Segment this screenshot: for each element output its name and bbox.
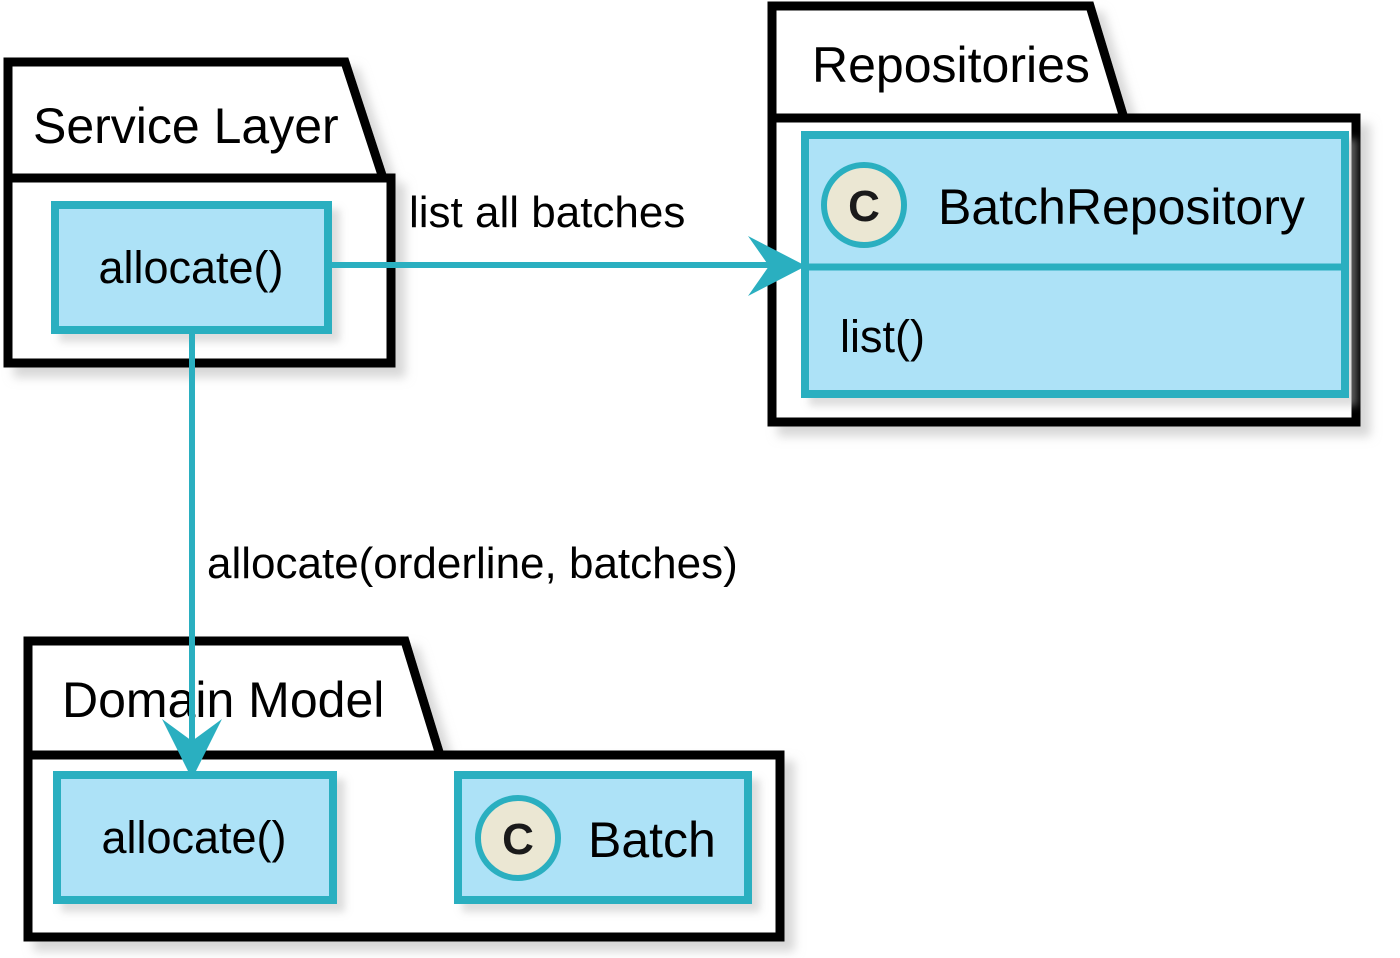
box-domain-allocate-label: allocate() xyxy=(101,812,286,863)
class-c-icon: C xyxy=(821,162,907,248)
package-service-layer-title: Service Layer xyxy=(33,98,339,154)
box-service-allocate-label: allocate() xyxy=(98,242,283,293)
class-c-icon-letter: C xyxy=(502,815,534,864)
edge-allocate-call xyxy=(162,330,222,779)
edge-list-all-batches-arrowhead xyxy=(748,236,806,296)
class-c-icon-letter: C xyxy=(848,182,880,231)
edge-list-all-batches-label: list all batches xyxy=(409,188,685,237)
package-domain-model-title: Domain Model xyxy=(62,672,384,728)
box-domain-allocate-rect xyxy=(53,771,337,904)
box-batch-repository-method-list: list() xyxy=(840,311,925,362)
box-batch-repository-label: BatchRepository xyxy=(938,179,1305,235)
class-c-icon-circle xyxy=(475,795,561,881)
edge-allocate-call-arrowhead xyxy=(162,719,222,779)
box-domain-allocate[interactable] xyxy=(53,771,337,904)
box-batch-repository[interactable] xyxy=(801,131,1349,398)
box-batch-label: Batch xyxy=(588,812,716,868)
class-c-icon-circle xyxy=(821,162,907,248)
edge-allocate-call-label: allocate(orderline, batches) xyxy=(207,539,738,588)
class-c-icon: C xyxy=(475,795,561,881)
edge-list-all-batches xyxy=(328,236,806,296)
package-repositories-title: Repositories xyxy=(812,37,1090,93)
